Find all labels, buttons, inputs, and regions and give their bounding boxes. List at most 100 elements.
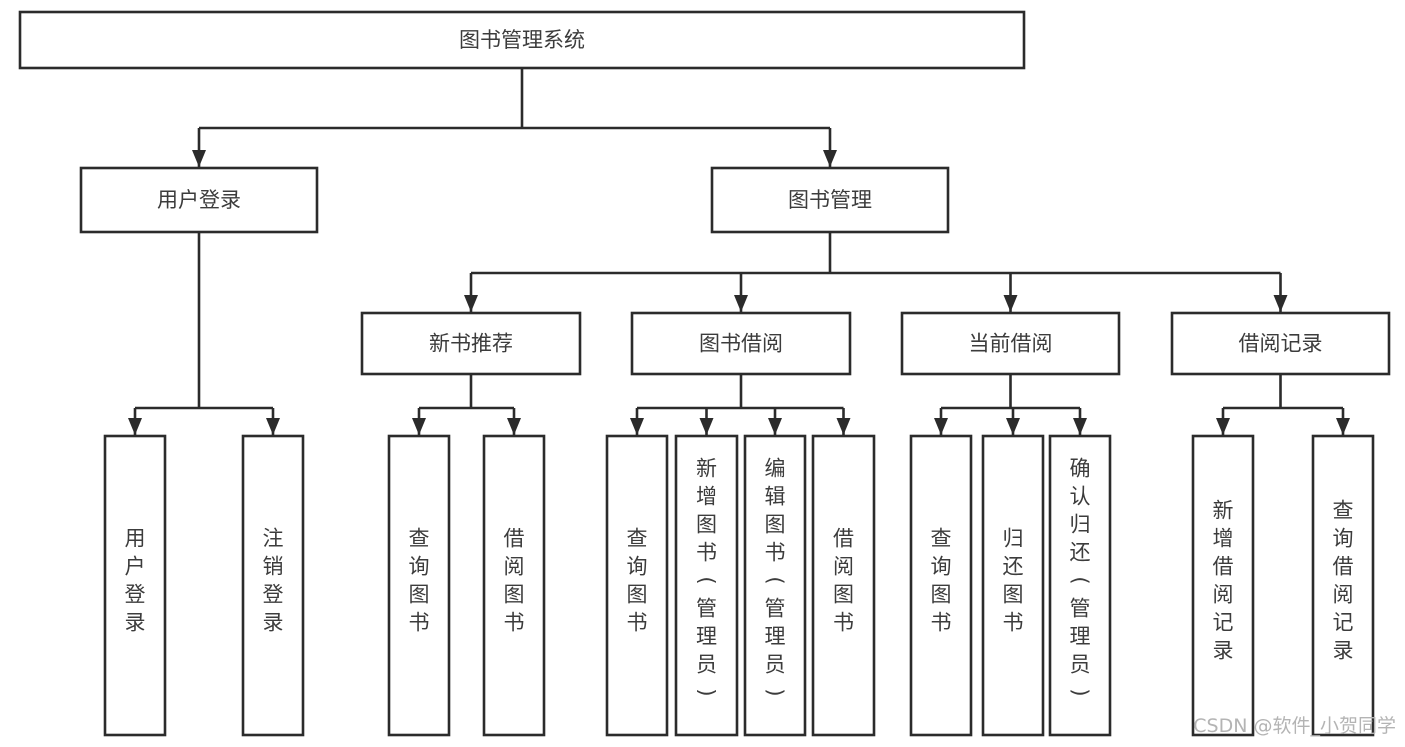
node-box-current-borrow — [900, 311, 1121, 376]
arrow-head-icon — [699, 418, 714, 435]
arrow-head-icon — [1003, 295, 1018, 312]
label-char: 询 — [627, 555, 648, 579]
label-char: 理 — [765, 625, 786, 649]
arrow-head-icon — [464, 295, 478, 312]
label-char: 图 — [833, 583, 854, 607]
label-char: 查 — [409, 527, 430, 551]
label-char: 用 — [125, 527, 146, 551]
label-char: 归 — [1070, 513, 1091, 537]
arrow-head-icon — [823, 150, 837, 167]
label-char: 管 — [1070, 597, 1091, 621]
node-book-management[interactable]: 图书管理 — [710, 166, 950, 234]
label-char: 询 — [931, 555, 952, 579]
node-box-leaf-edit-book — [743, 434, 807, 737]
node-label-borrow-record: 借阅记录 — [1239, 332, 1323, 356]
node-current-borrow[interactable]: 当前借阅 — [900, 311, 1121, 376]
arrow-head-icon — [192, 150, 206, 167]
node-user-login[interactable]: 用户登录 — [79, 166, 319, 234]
label-char: 录 — [263, 611, 284, 635]
arrow-head-icon — [934, 418, 948, 435]
node-box-leaf-query-record — [1311, 434, 1375, 737]
node-label-current-borrow: 当前借阅 — [969, 332, 1053, 356]
label-char: 归 — [1003, 527, 1024, 551]
label-char: 查 — [1333, 499, 1354, 523]
node-box-borrow-record — [1170, 311, 1391, 376]
label-char: 员 — [765, 653, 786, 677]
node-book-borrow[interactable]: 图书借阅 — [630, 311, 852, 376]
node-leaf-user-login[interactable]: 用户登录 — [103, 434, 167, 737]
label-char: 书 — [627, 611, 648, 635]
label-char: 员 — [1070, 653, 1091, 677]
arrow-head-icon — [1006, 418, 1020, 435]
label-char: 录 — [1333, 639, 1354, 663]
label-char: 图 — [931, 583, 952, 607]
node-box-book-management — [710, 166, 950, 234]
label-char: 还 — [1070, 541, 1091, 565]
label-char: 询 — [1333, 527, 1354, 551]
label-char: 借 — [1213, 555, 1234, 579]
node-label-leaf-user-login: 用户登录 — [125, 527, 146, 635]
node-new-book-recommend[interactable]: 新书推荐 — [360, 311, 582, 376]
label-char: 新 — [1213, 499, 1234, 523]
arrow-head-icon — [1073, 418, 1087, 435]
node-layer: 图书管理系统用户登录图书管理新书推荐图书借阅当前借阅借阅记录用户登录注销登录查询… — [18, 10, 1391, 737]
label-char: 书 — [765, 541, 786, 565]
label-char: 阅 — [1333, 583, 1354, 607]
label-char: 查 — [627, 527, 648, 551]
label-char: 管 — [696, 597, 717, 621]
node-borrow-record[interactable]: 借阅记录 — [1170, 311, 1391, 376]
node-box-book-borrow — [630, 311, 852, 376]
label-char: 书 — [833, 611, 854, 635]
arrow-head-icon — [128, 418, 142, 435]
label-char: 新 — [696, 457, 717, 481]
label-char: 书 — [1003, 611, 1024, 635]
label-char: 借 — [1333, 555, 1354, 579]
label-char: 借 — [833, 527, 854, 551]
node-box-leaf-user-login — [103, 434, 167, 737]
node-root[interactable]: 图书管理系统 — [18, 10, 1026, 70]
arrow-head-icon — [412, 418, 426, 435]
label-char: 询 — [409, 555, 430, 579]
label-char: 阅 — [833, 555, 854, 579]
label-char: 管 — [765, 597, 786, 621]
arrow-head-icon — [630, 418, 644, 435]
node-label-book-management: 图书管理 — [788, 188, 872, 212]
label-char: 记 — [1333, 611, 1354, 635]
label-char: 认 — [1070, 485, 1091, 509]
arrow-head-icon — [768, 418, 782, 435]
connector-layer — [128, 68, 1350, 435]
label-char: ) — [695, 688, 719, 696]
label-char: 记 — [1213, 611, 1234, 635]
node-box-user-login — [79, 166, 319, 234]
label-char: 查 — [931, 527, 952, 551]
node-box-leaf-borrow-book-rec — [482, 434, 546, 737]
label-char: 销 — [263, 555, 284, 579]
node-box-leaf-return-book — [981, 434, 1045, 737]
node-box-leaf-add-record — [1191, 434, 1255, 737]
label-char: 户 — [125, 555, 146, 579]
label-char: 图 — [504, 583, 525, 607]
label-char: 书 — [696, 541, 717, 565]
label-char: ( — [1068, 576, 1092, 584]
label-char: 借 — [504, 527, 525, 551]
label-char: 确 — [1070, 457, 1091, 481]
